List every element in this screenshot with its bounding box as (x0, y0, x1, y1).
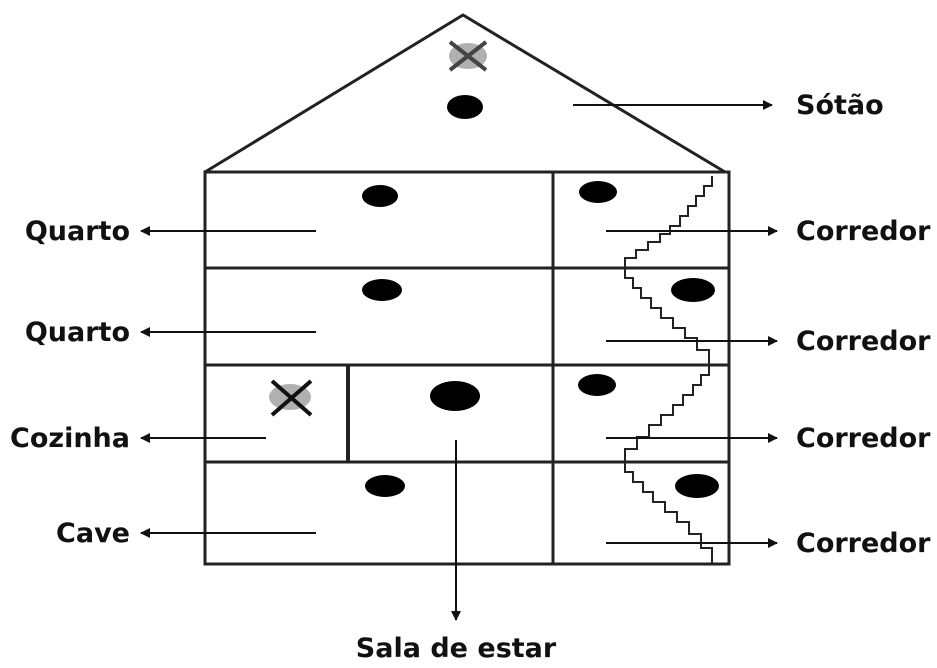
dot-bedroom-upper (362, 185, 398, 207)
label-kitchen: Cozinha (10, 423, 130, 454)
detector-dots (362, 95, 719, 498)
dot-bedroom-lower (362, 279, 402, 301)
label-hallway-2: Corredor (796, 326, 931, 357)
dot-hallway-1 (579, 181, 617, 203)
label-hallway-3: Corredor (796, 423, 931, 454)
dot-hallway-4 (675, 474, 719, 498)
cross-marker-kitchen (269, 379, 313, 417)
house-body (203, 170, 731, 566)
label-living-room: Sala de estar (356, 633, 557, 664)
x-mark-kitchen (270, 379, 313, 417)
label-bedroom-lower: Quarto (25, 317, 130, 348)
arrows (140, 100, 778, 621)
dot-basement (365, 475, 405, 497)
label-hallway-4: Corredor (796, 528, 931, 559)
dot-hallway-2 (671, 278, 715, 302)
dot-hallway-3 (578, 374, 616, 396)
label-attic: Sótão (796, 90, 884, 121)
label-bedroom-upper: Quarto (25, 216, 130, 247)
staircase (624, 176, 713, 564)
staircase-floor-3 (624, 365, 710, 462)
label-basement: Cave (56, 518, 130, 549)
x-mark-attic (448, 40, 488, 72)
roof (204, 13, 726, 174)
dot-living-room (430, 381, 480, 411)
staircase-floor-4 (624, 462, 713, 564)
dot-attic (447, 95, 483, 119)
staircase-floor-1 (624, 176, 713, 268)
house-outline (203, 13, 731, 566)
label-hallway-1: Corredor (796, 216, 931, 247)
cross-marker-attic (448, 40, 488, 72)
